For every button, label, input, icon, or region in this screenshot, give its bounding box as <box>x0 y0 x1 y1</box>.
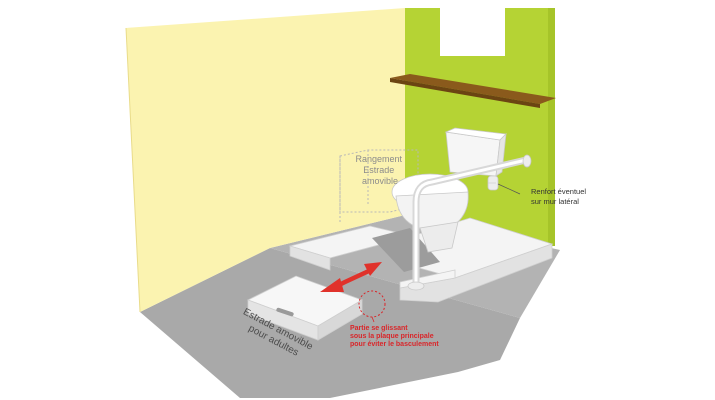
slide-note: Partie se glissant sous la plaque princi… <box>350 325 439 348</box>
storage-label: Rangement Estrade amovible <box>355 154 404 186</box>
slide-arrow <box>320 262 382 292</box>
reinforcement-leader <box>497 183 521 195</box>
grab-bar <box>412 156 530 288</box>
reinforcement-label: Renfort éventuel sur mur latéral <box>531 187 588 206</box>
removable-platform <box>246 275 363 341</box>
platform-handle-slot <box>276 307 294 317</box>
left-wall <box>126 8 405 312</box>
shelf <box>390 74 556 104</box>
main-platform <box>288 217 554 303</box>
